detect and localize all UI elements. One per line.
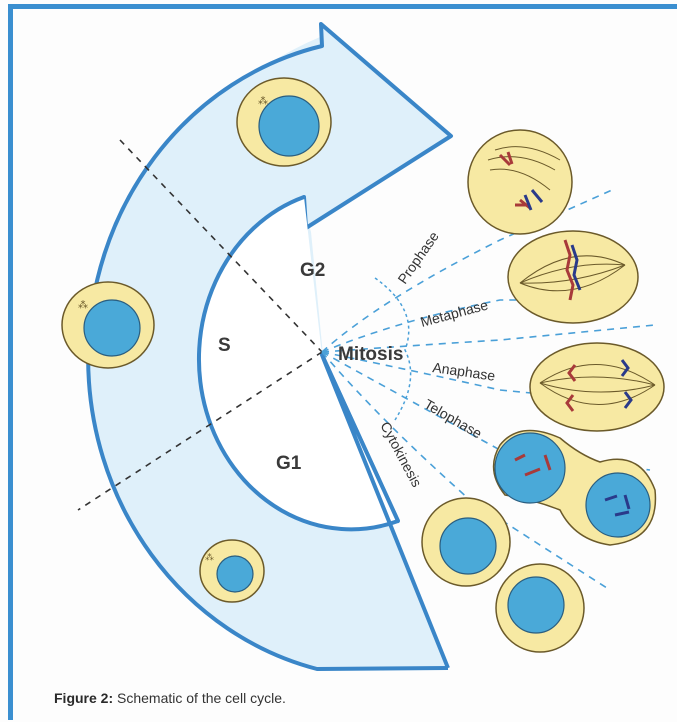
svg-text:⁂: ⁂	[78, 299, 88, 311]
caption-label: Figure 2:	[54, 690, 114, 706]
cell-telophase	[492, 429, 657, 546]
divider-s-g1	[77, 351, 323, 511]
caption-text: Schematic of the cell cycle.	[117, 690, 286, 706]
label-metaphase: Metaphase	[419, 296, 490, 329]
figure-caption: Figure 2: Schematic of the cell cycle.	[54, 690, 286, 706]
cell-g2: ⁂	[236, 77, 332, 167]
svg-text:⁂: ⁂	[258, 95, 268, 107]
arrow-inner-space	[198, 197, 398, 530]
cell-anaphase	[529, 342, 665, 432]
label-g2: G2	[300, 260, 325, 281]
cell-metaphase	[507, 230, 639, 324]
svg-text:⁂: ⁂	[205, 552, 214, 563]
frame-border-left	[8, 4, 13, 720]
label-g1: G1	[276, 453, 302, 474]
cell-daughter-1	[421, 497, 511, 587]
label-mitosis: Mitosis	[338, 344, 403, 365]
label-telophase: Telophase	[422, 396, 485, 442]
label-prophase: Prophase	[394, 228, 442, 286]
label-s: S	[218, 335, 231, 356]
frame-border-top	[8, 4, 677, 9]
cell-daughter-2	[495, 563, 585, 653]
cell-prophase	[467, 129, 573, 235]
divider-s-g2	[119, 139, 323, 353]
cell-s: ⁂	[61, 281, 155, 369]
cell-g1: ⁂	[199, 539, 265, 603]
mitosis-fan-lines	[321, 189, 656, 591]
label-anaphase: Anaphase	[432, 359, 497, 384]
label-cytokinesis: Cytokinesis	[377, 419, 425, 490]
